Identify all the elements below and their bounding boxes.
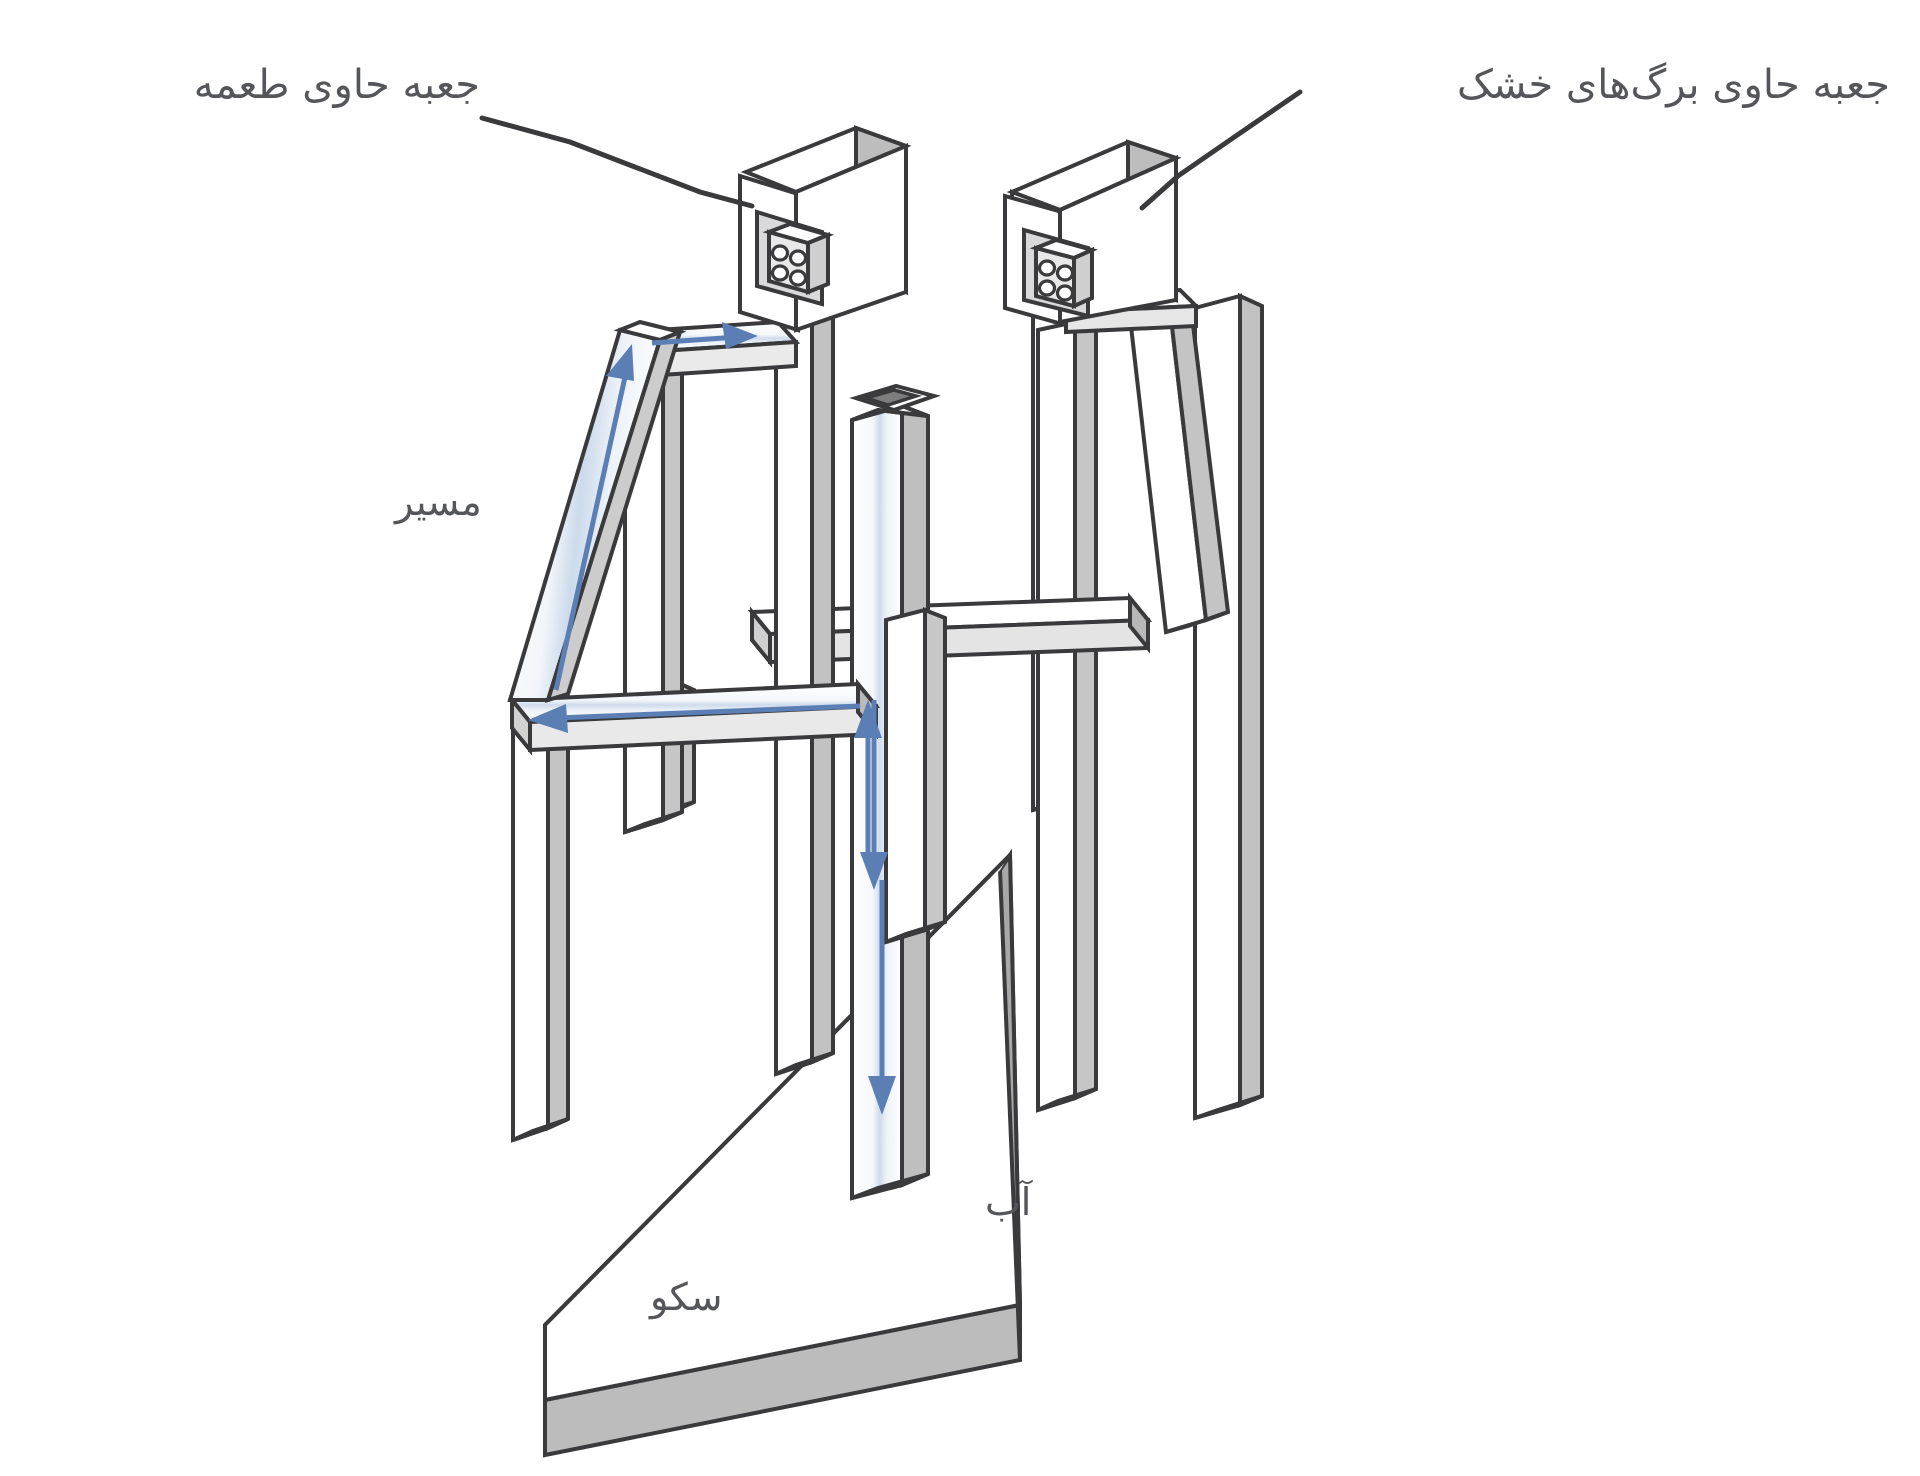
arrow-ramp-up <box>553 344 634 691</box>
central-lower-post <box>884 607 947 945</box>
leader-leaf-box <box>1139 89 1303 211</box>
bait-box <box>738 125 912 333</box>
dry-leaf-box <box>1003 139 1182 327</box>
left-diagonal-ramp <box>507 319 687 703</box>
arrow-top-to-bait-box <box>651 322 758 349</box>
left-outer-leg <box>511 689 570 1143</box>
arrow-column-down-upper <box>860 700 888 890</box>
right-front-post <box>1036 318 1098 1113</box>
label-bait-box: جعبه حاوی طعمه <box>193 62 480 108</box>
label-path: مسیر <box>395 480 482 524</box>
label-water: آب <box>985 1180 1032 1224</box>
label-dry-leaf-box: جعبه حاوی برگ‌های خشک <box>1456 62 1890 108</box>
label-platform: سکو <box>650 1275 723 1319</box>
leader-bait-box <box>479 115 755 209</box>
leader-lines <box>479 89 1303 211</box>
flow-arrows <box>528 322 896 1115</box>
arrow-lower-beam-left <box>528 703 861 733</box>
arrow-column-down-lower <box>868 880 896 1115</box>
